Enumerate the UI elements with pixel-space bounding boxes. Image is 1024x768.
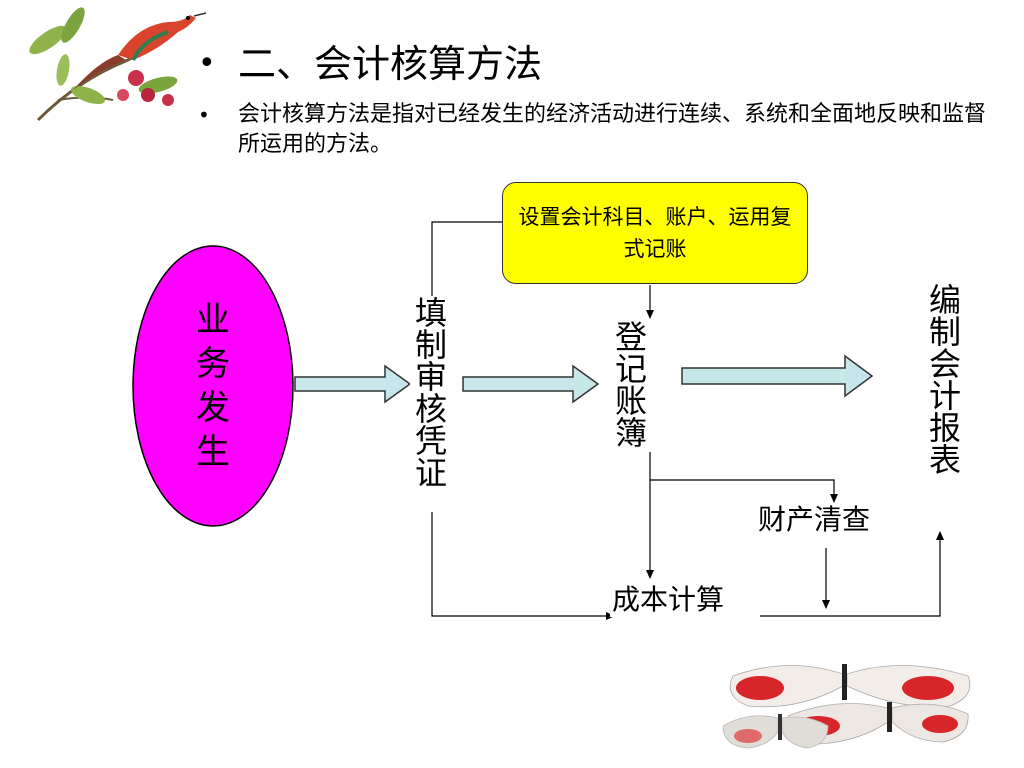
cost-calculation-label: 成本计算 xyxy=(610,583,727,617)
arrow-voucher-to-ledger xyxy=(462,364,600,404)
bullet-marker: • xyxy=(198,103,210,127)
butterfly-large xyxy=(729,664,971,708)
arrow-ledger-to-inventory xyxy=(650,479,838,503)
bird-illustration xyxy=(29,7,207,122)
setup-accounts-label: 设置会计科目、账户、运用复式记账 xyxy=(518,205,792,261)
arrow-cost-to-report xyxy=(760,531,944,617)
butterflies-illustration xyxy=(722,664,971,749)
business-occurrence-label: 业务发生 xyxy=(196,300,230,472)
fill-review-voucher-label: 填制审核凭证 xyxy=(410,296,448,488)
arrow-ledger-to-report xyxy=(681,354,874,398)
prepare-reports-label: 编制会计报表 xyxy=(924,283,962,475)
butterfly-pale xyxy=(722,714,829,749)
arrow-voucher-to-cost xyxy=(431,512,615,620)
bullet-marker: • xyxy=(198,46,216,81)
slide-heading: 二、会计核算方法 xyxy=(238,42,543,86)
slide-heading-row: • 二、会计核算方法 xyxy=(198,40,542,88)
register-ledger-label: 登记账簿 xyxy=(610,320,648,448)
connector-setup-to-voucher xyxy=(431,221,502,300)
description-row: • 会计核算方法是指对已经发生的经济活动进行连续、系统和全面地反映和监督所运用的… xyxy=(198,100,998,160)
setup-accounts-box: 设置会计科目、账户、运用复式记账 xyxy=(502,182,808,284)
business-occurrence-ellipse xyxy=(132,245,294,527)
description-text: 会计核算方法是指对已经发生的经济活动进行连续、系统和全面地反映和监督所运用的方法… xyxy=(238,102,987,157)
property-inventory-label: 财产清查 xyxy=(756,503,873,537)
arrow-business-to-voucher xyxy=(294,364,412,404)
